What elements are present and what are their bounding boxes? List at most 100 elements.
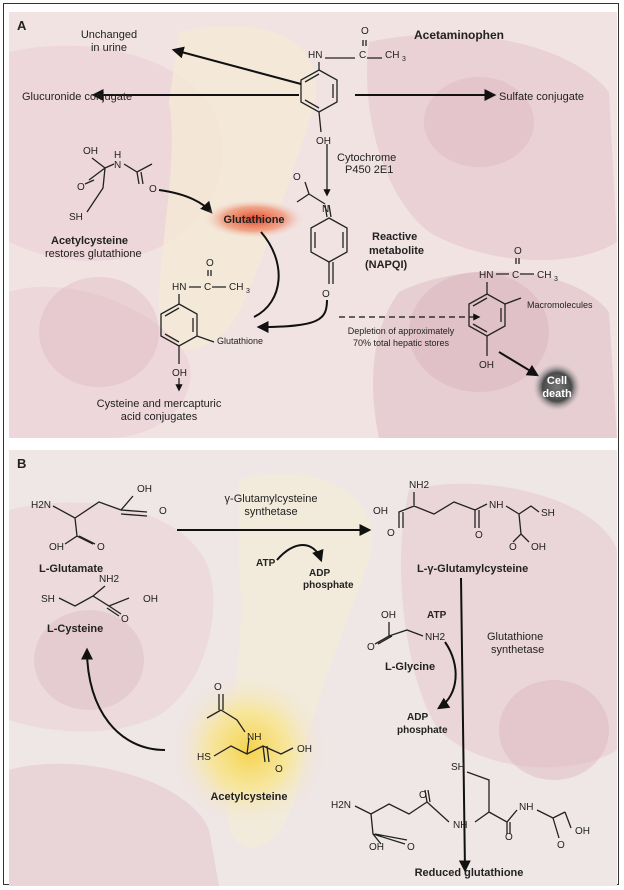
rg-o3: O: [505, 832, 513, 843]
adduct-o: O: [514, 246, 522, 257]
acetaminophen-c: C: [359, 50, 366, 61]
cell-death-glow: [533, 363, 581, 411]
gly-nh2: NH2: [425, 632, 445, 643]
panel-a-diagram: A Acetaminophen HN C O CH 3 OH Unchanged: [9, 18, 617, 438]
unchanged-label-1: Unchanged: [81, 29, 137, 41]
rg-sh: SH: [451, 762, 465, 773]
macromolecules-label: Macromolecules: [527, 300, 593, 310]
reactive-label-1: Reactive: [372, 231, 417, 243]
panel-b-diagram: B H2N OH O OH O L-Glutamate γ-Glutamylcy…: [9, 456, 617, 886]
acetylcysteine-a-sh: SH: [69, 212, 83, 223]
acetaminophen-hn: HN: [308, 50, 322, 61]
adduct-hn: HN: [479, 270, 493, 281]
cys-oh: OH: [143, 594, 158, 605]
enzyme2-label-1: Glutathione: [487, 631, 543, 643]
glutamate-h2n: H2N: [31, 500, 51, 511]
glutamate-o: O: [97, 542, 105, 553]
cysteine-structure: NH2 SH OH O: [41, 574, 158, 625]
unchanged-label-2: in urine: [91, 42, 127, 54]
acetylcysteine-a-n: N: [114, 160, 121, 171]
cys-o: O: [121, 614, 129, 625]
acb-nh: NH: [247, 732, 261, 743]
glucuronide-label: Glucuronide conjugate: [22, 91, 132, 103]
glutamylcysteine-structure: NH2 OH O O NH SH O OH: [373, 480, 555, 553]
gc-o2: O: [475, 530, 483, 541]
acb-o: O: [214, 682, 222, 693]
cysteine-label: L-Cysteine: [47, 623, 103, 635]
conj-oh: OH: [172, 368, 187, 379]
gly-oh: OH: [381, 610, 396, 621]
acetaminophen-ch: CH: [385, 50, 399, 61]
depletion-label-1: Depletion of approximately: [348, 326, 455, 336]
sulfate-label: Sulfate conjugate: [499, 91, 584, 103]
glutathione-label: Glutathione: [223, 214, 284, 226]
glutamate-oh: OH: [49, 542, 64, 553]
conj-hn: HN: [172, 282, 186, 293]
adduct-c: C: [512, 270, 519, 281]
glutamylcysteine-label: L-γ-Glutamylcysteine: [417, 563, 528, 575]
conjugates-label-1: Cysteine and mercapturic: [97, 398, 222, 410]
cyp-label-1: Cytochrome: [337, 152, 396, 164]
acb-hs: HS: [197, 752, 211, 763]
gc-nh2: NH2: [409, 480, 429, 491]
glutamate-o-top: O: [159, 506, 167, 517]
conj-ch: CH: [229, 282, 243, 293]
acetylcysteine-a-o: O: [77, 182, 85, 193]
rg-h2n: H2N: [331, 800, 351, 811]
adduct-oh: OH: [479, 360, 494, 371]
rg-o2: O: [419, 790, 427, 801]
cyp-label-2: P450 2E1: [345, 164, 393, 176]
reduced-glutathione-structure: SH H2N OH O O NH O NH OH O: [331, 762, 590, 853]
acb-oh: OH: [297, 744, 312, 755]
enzyme1-label-2: synthetase: [244, 506, 297, 518]
cell-background-b: [9, 473, 617, 886]
phosphate-label-1: phosphate: [303, 580, 354, 591]
conjugates-label-2: acid conjugates: [121, 411, 198, 423]
acetaminophen-oh: OH: [316, 136, 331, 147]
rg-nh2: NH: [519, 802, 533, 813]
adp-label-2: ADP: [407, 712, 428, 723]
glutamate-oh-top: OH: [137, 484, 152, 495]
figure-frame: A Acetaminophen HN C O CH 3 OH Unchanged: [3, 3, 619, 886]
rg-oh2: OH: [575, 826, 590, 837]
acetaminophen-sub3: 3: [402, 56, 406, 63]
cell-death-label-2: death: [542, 388, 572, 400]
conj-glutathione: Glutathione: [217, 336, 263, 346]
napqi-structure: N O O: [293, 172, 348, 300]
acetylcysteine-a-o2: O: [149, 184, 157, 195]
rg-o4: O: [557, 840, 565, 851]
cys-nh2: NH2: [99, 574, 119, 585]
adp-label-1: ADP: [309, 568, 330, 579]
acetylcysteine-structure-b: O NH HS OH O: [197, 682, 312, 775]
gc-oh: OH: [531, 542, 546, 553]
acetaminophen-structure: Acetaminophen HN C O CH 3 OH: [300, 26, 504, 147]
glutathione-glow: [202, 199, 306, 239]
conj-o: O: [206, 258, 214, 269]
atp-label-1: ATP: [256, 558, 276, 569]
gc-o3: O: [509, 542, 517, 553]
glutamate-structure: H2N OH O OH O: [31, 484, 167, 553]
reactive-label-2: metabolite: [369, 245, 424, 257]
gly-o: O: [367, 642, 375, 653]
cys-sh: SH: [41, 594, 55, 605]
cell-death-label-1: Cell: [547, 375, 567, 387]
acetaminophen-o: O: [361, 26, 369, 37]
panel-b: B H2N OH O OH O L-Glutamate γ-Glutamylcy…: [9, 450, 617, 886]
acetylcysteine-structure-a: OH O N H O SH: [69, 146, 157, 223]
atp-label-2: ATP: [427, 610, 447, 621]
reduced-glutathione-label: Reduced glutathione: [415, 867, 524, 879]
rg-o: O: [407, 842, 415, 853]
acetylcysteine-label-a: Acetylcysteine: [51, 235, 128, 247]
conj-sub3: 3: [246, 288, 250, 295]
acetylcysteine-a-h: H: [114, 150, 121, 161]
conjugate-structure: HN C O CH 3 OH Glutathione: [160, 258, 263, 379]
glycine-label: L-Glycine: [385, 661, 435, 673]
rg-nh: NH: [453, 820, 467, 831]
panel-a: A Acetaminophen HN C O CH 3 OH Unchanged: [9, 12, 617, 438]
adduct-sub3: 3: [554, 276, 558, 283]
phosphate-label-2: phosphate: [397, 725, 448, 736]
acetaminophen-label: Acetaminophen: [414, 28, 504, 42]
gc-sh: SH: [541, 508, 555, 519]
gc-o1: O: [387, 528, 395, 539]
gc-nh: NH: [489, 500, 503, 511]
